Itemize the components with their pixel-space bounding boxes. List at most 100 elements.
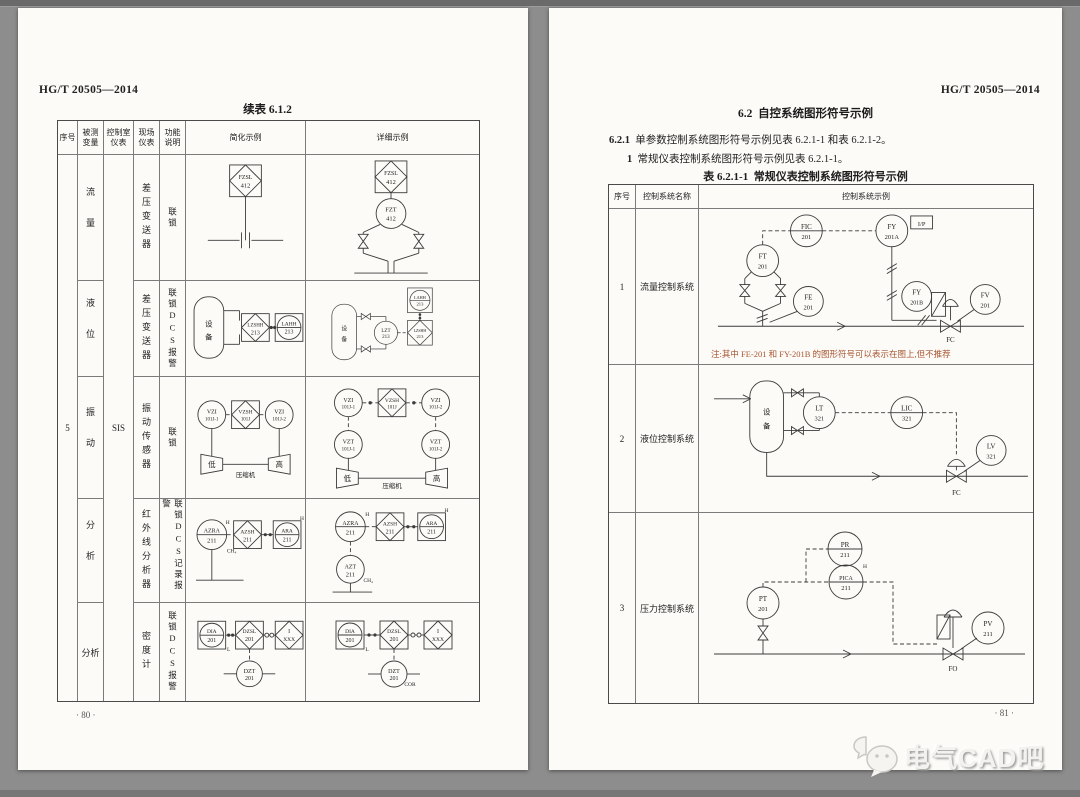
- sup-h: H: [365, 512, 369, 518]
- interlock-symbol-fzsl: [207, 164, 284, 249]
- tag-lahh: LAHH: [281, 322, 296, 328]
- seq-value: 5: [58, 155, 78, 701]
- field-inst-row3: 振动传感器: [134, 377, 160, 499]
- col-header-controlroom: 控制室仪表: [104, 121, 134, 155]
- detailed-density-diagram-cell: DIA 201 L DZSL 201 I XXX DZT 201 COR: [306, 603, 479, 701]
- tag-azsh: AZSH: [383, 522, 397, 528]
- flow-control-diagram-cell: FIC 201 FY 201A I/P FT 201 FE 201 FY 201…: [699, 209, 1033, 365]
- seq-3: 3: [609, 513, 636, 703]
- valve-fail-label-fc: FC: [946, 336, 955, 344]
- flow-control-lines: [717, 214, 1024, 333]
- tag-211: 211: [283, 538, 292, 544]
- tag-dzt: DZT: [244, 669, 256, 675]
- system-name-flow: 流量控制系统: [636, 209, 699, 365]
- watermark-text: 电气CAD吧: [904, 742, 1045, 773]
- section-heading: 6.2 自控系统图形符号示例: [549, 105, 1062, 121]
- tag-vzi: VZI: [274, 410, 284, 416]
- flow-note: 注:其中 FE-201 和 FY-201B 的图形符号可以表示在图上,但不推荐: [711, 349, 951, 359]
- label-compressor: 压缩机: [236, 470, 256, 479]
- tag-fic: FIC: [801, 223, 812, 231]
- tag-101j-1: 101J-1: [342, 406, 356, 411]
- standard-number-right: HG/T 20505—2014: [940, 84, 1040, 96]
- level-control-diagram: 设 备 LT 321 LIC 321 LV 321 FC: [714, 380, 1028, 497]
- tag-lv: LV: [987, 442, 996, 450]
- simplified-level-diagram-cell: 设 备 LZSHH 213 LAHH 213: [186, 281, 306, 377]
- tag-101j-2: 101J-2: [272, 418, 286, 423]
- function-row4: 联锁DCS记录报警: [160, 499, 186, 603]
- tag-i: I: [288, 629, 290, 635]
- label-high: 高: [433, 473, 440, 483]
- pressure-control-diagram: PT 201 PR 211 PICA 211 H PV 211 FO: [714, 531, 1025, 673]
- tag-201: 201: [758, 264, 768, 271]
- tag-azra: AZRA: [342, 521, 359, 527]
- scan-top-edge: [0, 0, 1080, 7]
- left-table: 序号 被测变量 控制室仪表 现场仪表 功能说明 简化示例 详细示例 5 流量 S…: [57, 120, 480, 702]
- tag-vzt: VZT: [430, 439, 442, 445]
- tag-101j-1: 101J-1: [205, 418, 219, 423]
- vessel-label-she: 设: [205, 319, 213, 329]
- system-name-level: 液位控制系统: [636, 365, 699, 513]
- valve-fail-label-fo: FO: [949, 665, 958, 673]
- tag-pica: PICA: [839, 576, 853, 582]
- col-header-seq: 序号: [58, 121, 78, 155]
- flow-control-diagram: FIC 201 FY 201A I/P FT 201 FE 201 FY 201…: [717, 214, 1024, 344]
- sup-h: H: [300, 516, 304, 522]
- sub-ch4: CH₄: [364, 578, 374, 584]
- scan-bottom-edge: [0, 790, 1080, 797]
- tag-101j: 101J: [387, 406, 396, 411]
- tag-211: 211: [840, 552, 850, 559]
- valve-fail-label-fc: FC: [952, 489, 961, 497]
- page-right: HG/T 20505—2014 6.2 自控系统图形符号示例 6.2.1 单参数…: [549, 8, 1062, 770]
- tag-201: 201: [245, 637, 254, 643]
- col-header-variable: 被测变量: [78, 121, 104, 155]
- simplified-flow-diagram-cell: FZSL 412: [186, 155, 306, 281]
- pressure-control-lines: [714, 531, 1025, 661]
- tag-412: 412: [386, 179, 396, 186]
- tag-211: 211: [983, 631, 993, 638]
- sup-h: H: [445, 508, 449, 514]
- tag-213: 213: [382, 335, 390, 340]
- tag-201: 201: [346, 638, 355, 644]
- paragraph-1-number: 1: [627, 154, 633, 165]
- level-control-diagram-cell: 设 备 LT 321 LIC 321 LV 321 FC: [699, 365, 1033, 513]
- sub-l: L: [365, 647, 369, 653]
- simplified-density-diagram-cell: DIA 201 L DZSL 201 I XXX DZT 201: [186, 603, 306, 701]
- variable-analysis: 分析: [78, 499, 104, 603]
- seq-2: 2: [609, 365, 636, 513]
- variable-flow: 流量: [78, 155, 104, 281]
- tag-lzshh: LZSHH: [414, 329, 427, 333]
- tag-211: 211: [207, 538, 216, 545]
- tag-211: 211: [386, 530, 395, 536]
- tag-dia: DIA: [207, 629, 217, 635]
- tag-azsh: AZSH: [240, 530, 254, 536]
- vibration-detailed-lines: [334, 388, 450, 489]
- tag-201: 201: [390, 676, 399, 682]
- tag-pt: PT: [759, 595, 768, 603]
- flow-detailed-lines: [354, 160, 428, 274]
- detailed-level-diagram-cell: 设 备 LZT 213 LZSHH 213 LAHH 213: [306, 281, 479, 377]
- simplified-density-diagram: DIA 201 L DZSL 201 I XXX DZT 201: [197, 620, 304, 688]
- tag-201: 201: [758, 606, 768, 613]
- page-left: HG/T 20505—2014 续表 6.1.2 序号 被测变量 控制室仪表 现…: [18, 8, 528, 770]
- tag-dzsl: DZSL: [387, 629, 401, 635]
- tag-fzsl: FZSL: [384, 171, 398, 177]
- label-compressor: 压缩机: [382, 481, 402, 490]
- paragraph-621: 6.2.1 单参数控制系统图形符号示例见表 6.2.1-1 和表 6.2.1-2…: [609, 132, 892, 147]
- tag-vzi: VZI: [343, 398, 353, 404]
- level-control-lines: [714, 380, 1028, 483]
- analysis-detailed-lines: [332, 511, 446, 593]
- tag-321: 321: [814, 416, 824, 423]
- sub-cor: COR: [404, 682, 416, 688]
- simplified-vibration-diagram-cell: VZI 101J-1 VZSH 101J VZI 101J-2 低 高 压缩机: [186, 377, 306, 499]
- tag-412: 412: [241, 183, 251, 190]
- tag-lzshh: LZSHH: [247, 324, 263, 329]
- right-table: 序号 控制系统名称 控制系统示例 1 流量控制系统: [608, 184, 1034, 704]
- field-inst-row2: 差压变送器: [134, 281, 160, 377]
- tag-101j-1: 101J-1: [342, 447, 356, 452]
- tag-fzsl: FZSL: [239, 175, 253, 181]
- vessel-label-bei: 备: [205, 331, 213, 341]
- variable-vibration: 振动: [78, 377, 104, 499]
- function-row2: 联锁DCS报警: [160, 281, 186, 377]
- sub-ch4: CH₄: [227, 548, 237, 554]
- left-table-title: 续表 6.1.2: [243, 104, 292, 116]
